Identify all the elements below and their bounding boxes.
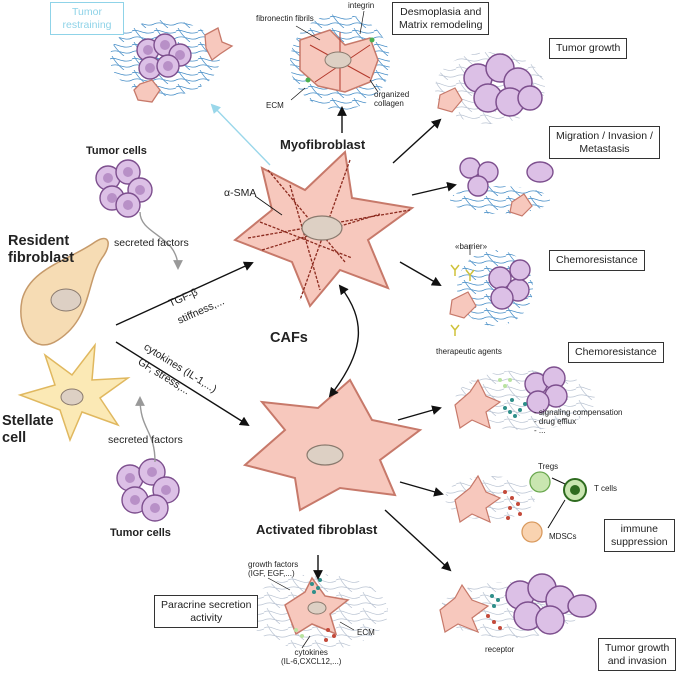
secreted-arrow-top — [139, 211, 183, 270]
organized-collagen-line-2: collagen — [374, 99, 404, 108]
tumor-growth-invasion-box: Tumor growth and invasion — [598, 638, 677, 671]
desmoplasia-illustration — [290, 10, 390, 110]
signaling-item-3: - ... — [534, 426, 546, 435]
restraining-arrow — [210, 103, 271, 166]
barrier-illustration — [449, 245, 533, 336]
cafs-label: CAFs — [270, 330, 308, 346]
tumor-restraining-illustration — [110, 20, 234, 103]
migration-box: Migration / Invasion / Metastasis — [549, 126, 660, 159]
stellate-cell-line-1: Stellate — [2, 413, 54, 429]
cytokines-bottom-line-2: (IL-6,CXCL12,...) — [281, 657, 342, 666]
receptor-label: receptor — [485, 645, 515, 654]
stellate-cell — [17, 342, 131, 443]
tumor-growth-invasion-line-2: and invasion — [607, 654, 667, 667]
chemoresistance-box-1: Chemoresistance — [549, 250, 645, 271]
tumor-restraining-line-1: Tumor — [72, 6, 102, 18]
signaling-item-2: - drug efflux — [534, 417, 577, 426]
migration-illustration — [450, 157, 554, 217]
tumor-cells-cluster-top — [95, 159, 153, 218]
stellate-cell-line-2: cell — [2, 430, 27, 446]
barrier-label: «barrier» — [455, 242, 488, 251]
ecm-bottom-label: ECM — [357, 628, 375, 637]
desmoplasia-line-1: Desmoplasia and — [400, 6, 482, 18]
desmoplasia-line-2: Matrix remodeling — [399, 18, 483, 31]
migration-line-2: Metastasis — [579, 142, 630, 155]
tumor-restraining-line-2: restraining — [62, 18, 112, 31]
tregs-label: Tregs — [538, 462, 559, 471]
organized-collagen-label: organized collagen — [374, 90, 409, 108]
growth-factors-line-2: (IGF, EGF,...) — [248, 569, 295, 578]
cytokines-bottom-line-1: cytokines — [294, 648, 328, 657]
immune-suppression-box: immune suppression — [604, 519, 675, 552]
migration-line-1: Migration / Invasion / — [556, 130, 653, 142]
t-cells-label: T cells — [594, 484, 617, 493]
mdscs-label: MDSCs — [549, 532, 577, 541]
chemoresistance-illustration — [454, 366, 595, 430]
chemoresistance-box-2: Chemoresistance — [568, 342, 664, 363]
resident-fibroblast-cell — [20, 237, 109, 346]
immune-suppression-line-1: immune — [620, 523, 658, 535]
desmoplasia-box: Desmoplasia and Matrix remodeling — [392, 2, 490, 35]
paracrine-box: Paracrine secretion activity — [154, 595, 259, 628]
arrows — [115, 106, 457, 580]
activated-fibroblast-cell — [242, 378, 423, 512]
resident-fibroblast-label: Resident fibroblast — [8, 233, 74, 267]
immune-suppression-line-2: suppression — [611, 535, 668, 548]
alpha-sma-label: α-SMA — [224, 187, 257, 199]
cytokines-bottom-label: cytokines (IL-6,CXCL12,...) — [281, 648, 341, 666]
tumor-invasion-illustration — [439, 573, 597, 638]
resident-fibroblast-line-2: fibroblast — [8, 250, 75, 266]
tumor-cells-bottom-label: Tumor cells — [110, 527, 171, 539]
organized-collagen-line-1: organized — [374, 90, 410, 99]
tumor-restraining-box: Tumor restraining — [50, 2, 124, 35]
signaling-list: - signaling compensation - drug efflux -… — [534, 408, 623, 435]
tumor-cells-cluster-bottom — [116, 458, 180, 522]
resident-fibroblast-line-1: Resident — [8, 233, 70, 249]
tumor-growth-box: Tumor growth — [549, 38, 628, 59]
paracrine-line-2: activity — [190, 611, 223, 624]
secreted-arrow-bottom — [135, 396, 156, 463]
stellate-cell-label: Stellate cell — [2, 413, 54, 447]
secreted-factors-bottom-label: secreted factors — [108, 434, 183, 446]
immune-suppression-illustration — [445, 471, 587, 543]
paracrine-line-1: Paracrine secretion — [161, 599, 252, 611]
ecm-top-label: ECM — [266, 101, 284, 110]
fibronectin-label: fibronectin fibrils — [256, 14, 314, 23]
paracrine-illustration — [248, 574, 388, 650]
tumor-growth-illustration — [435, 52, 545, 124]
integrin-label: integrin — [348, 1, 375, 10]
myofibroblast-label: Myofibroblast — [280, 137, 366, 152]
signaling-item-1: - signaling compensation — [534, 408, 623, 417]
tumor-cells-top-label: Tumor cells — [86, 145, 147, 157]
growth-factors-label: growth factors (IGF, EGF,...) — [248, 560, 298, 578]
tumor-growth-invasion-line-1: Tumor growth — [605, 642, 670, 654]
myofibroblast-cell — [233, 149, 415, 308]
activated-fibroblast-label: Activated fibroblast — [256, 522, 378, 537]
growth-factors-line-1: growth factors — [248, 560, 299, 569]
therapeutic-agents-label: therapeutic agents — [436, 347, 502, 356]
secreted-factors-top-label: secreted factors — [114, 237, 189, 249]
